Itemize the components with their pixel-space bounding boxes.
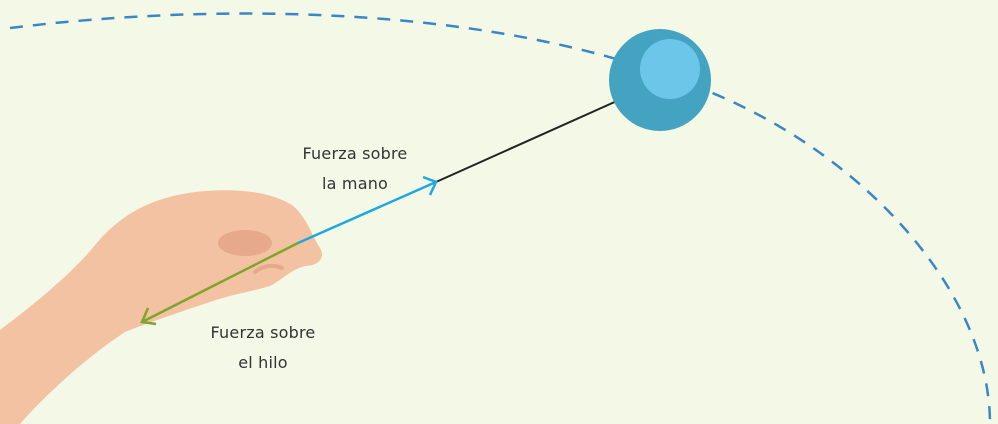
force-on-string-arrowhead bbox=[140, 307, 157, 326]
force-on-string-label: Fuerza sobre el hilo bbox=[163, 318, 363, 378]
ball bbox=[609, 29, 711, 131]
hand-shape bbox=[0, 190, 323, 424]
force-on-hand-arrowhead bbox=[422, 175, 438, 196]
force-on-string-label-line-2: el hilo bbox=[238, 353, 288, 372]
string-line bbox=[435, 95, 629, 183]
ball-highlight bbox=[640, 39, 700, 99]
thumbnail bbox=[218, 230, 272, 256]
force-on-string-arrow bbox=[141, 241, 299, 324]
force-on-string-label-line-1: Fuerza sobre bbox=[210, 323, 316, 342]
force-on-hand-label: Fuerza sobre la mano bbox=[255, 139, 455, 199]
force-on-hand-label-line-2: la mano bbox=[321, 174, 389, 193]
force-on-hand-arrow bbox=[297, 180, 437, 245]
hand bbox=[0, 190, 323, 424]
force-on-hand-label-line-1: Fuerza sobre bbox=[302, 144, 408, 163]
finger-crease bbox=[253, 263, 284, 274]
